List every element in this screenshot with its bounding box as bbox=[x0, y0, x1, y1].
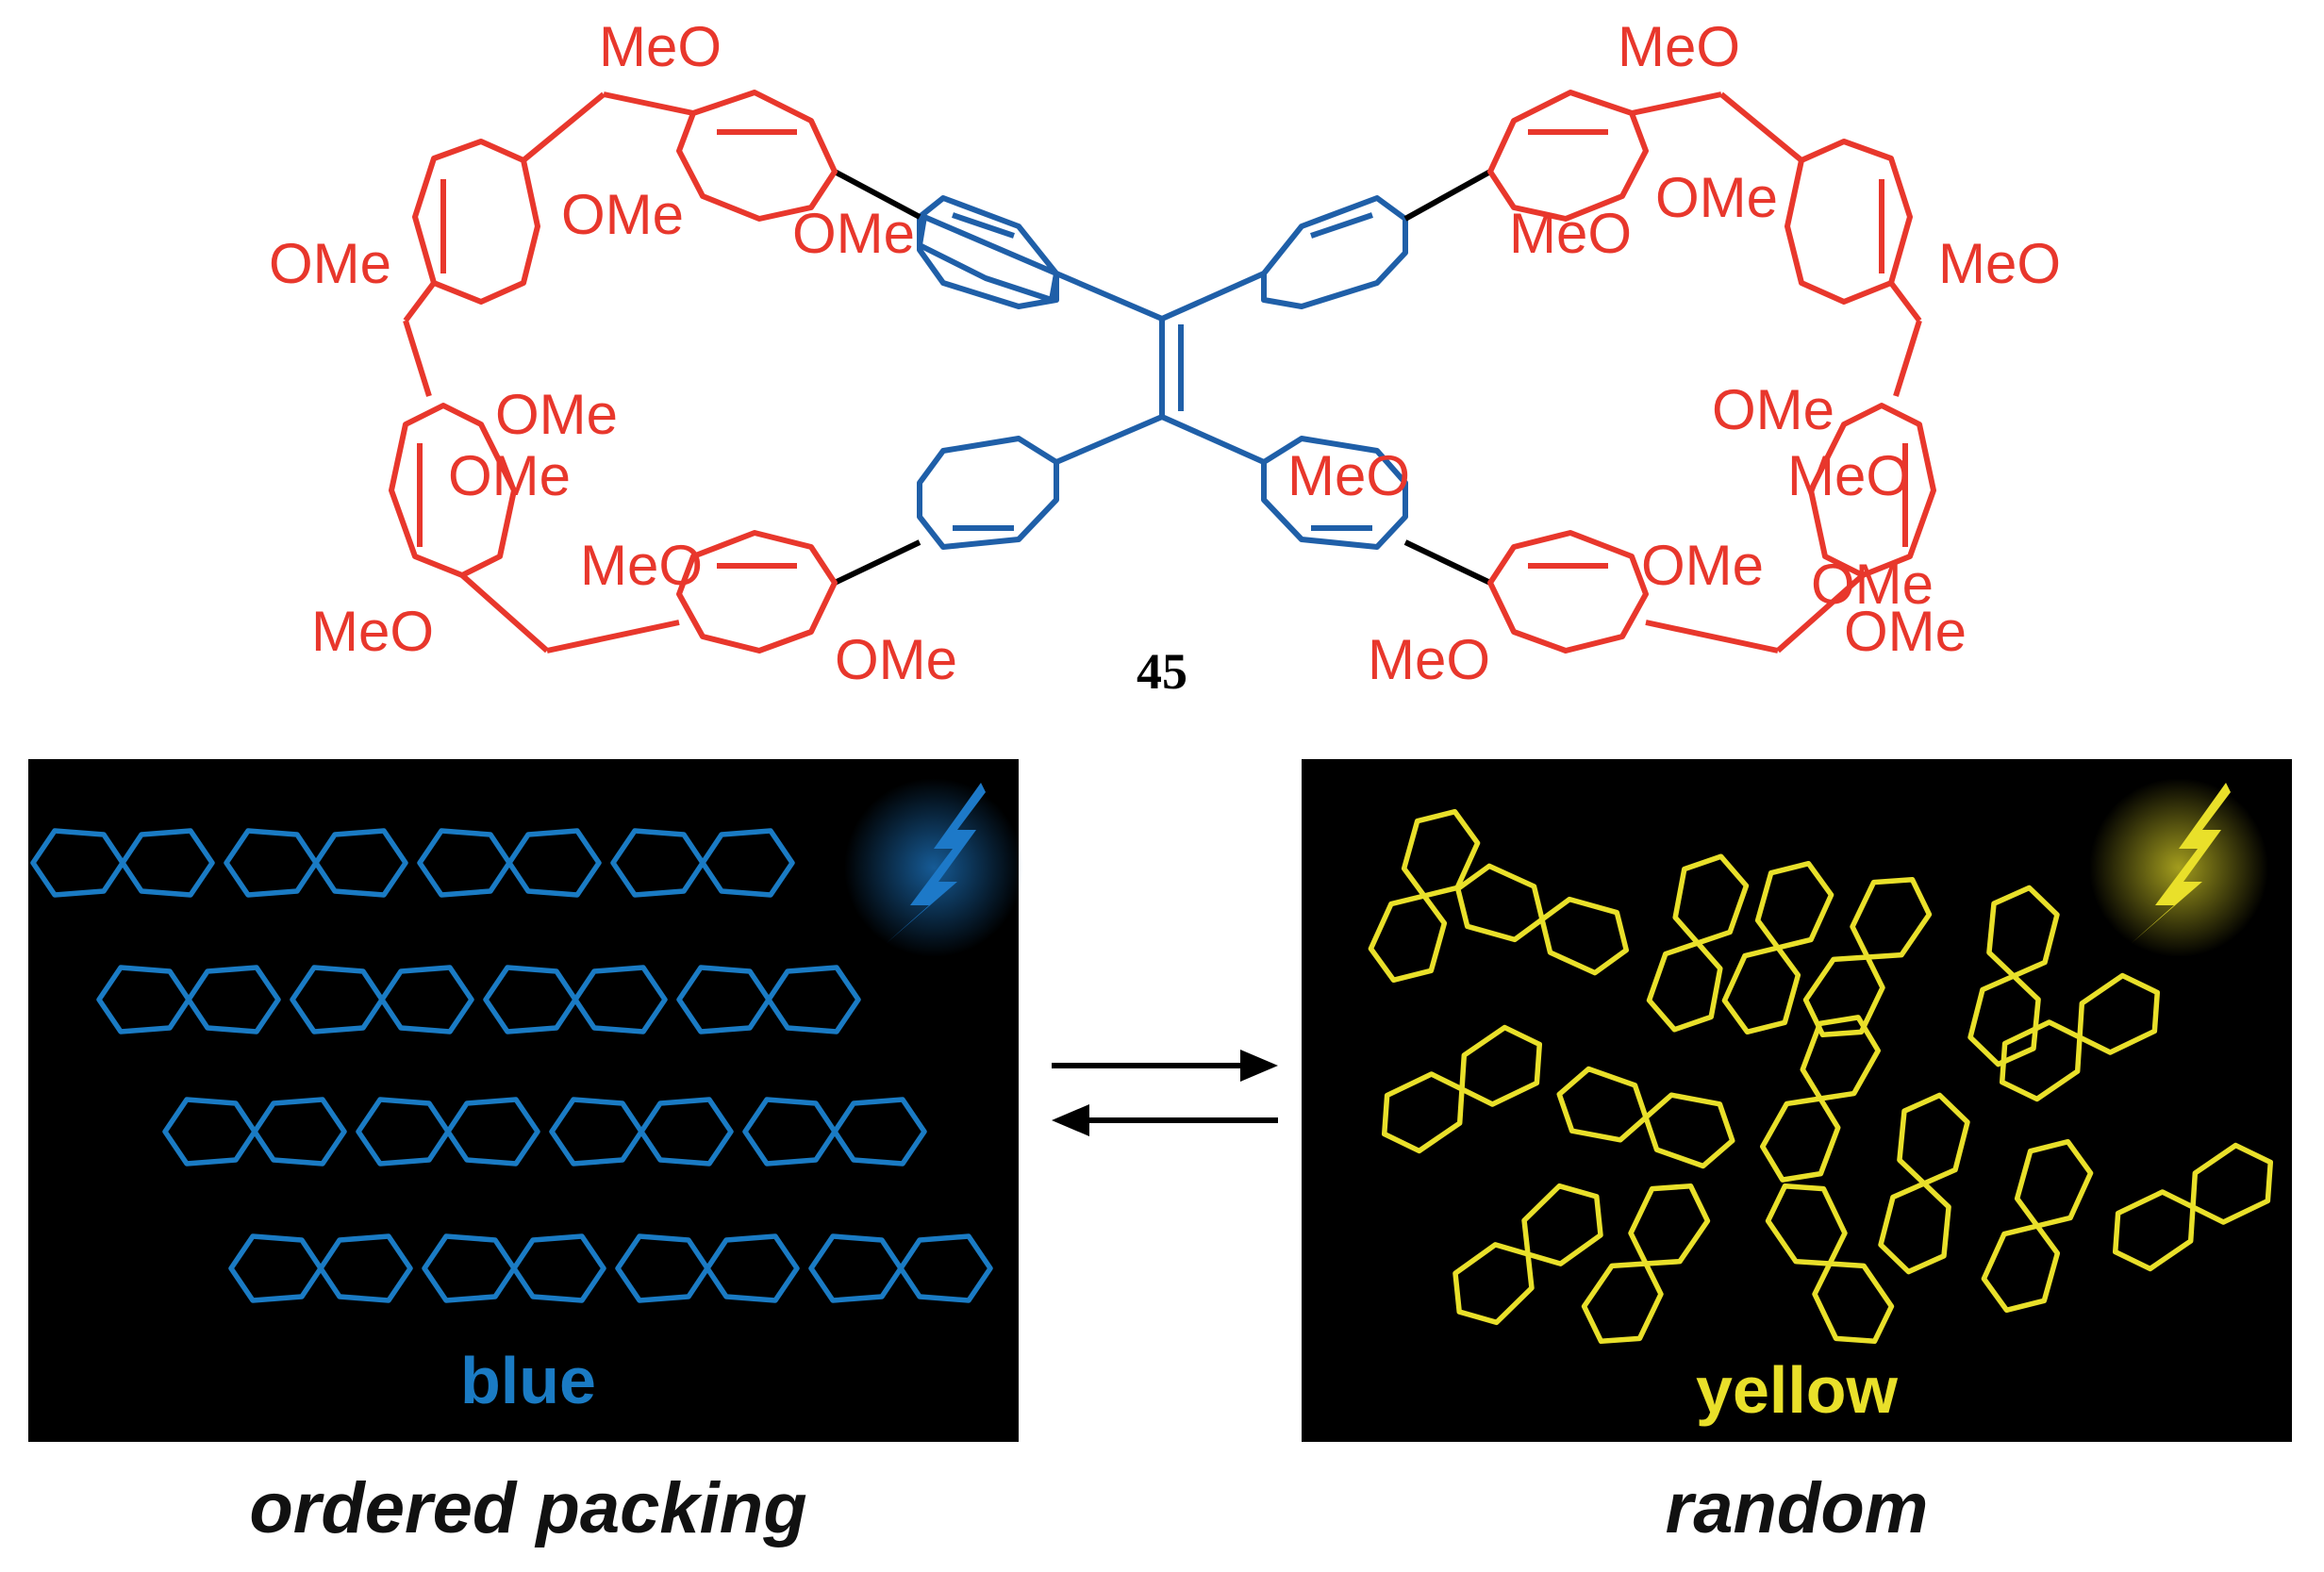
methoxy-label: MeO bbox=[1509, 202, 1632, 265]
fused-pentagon-icon bbox=[676, 965, 861, 1034]
fused-pentagon-icon bbox=[290, 965, 474, 1034]
fused-pentagon-icon bbox=[1967, 885, 2060, 1067]
methoxy-label: MeO bbox=[1938, 232, 2061, 295]
lightning-icon bbox=[887, 783, 986, 943]
fused-pentagon-icon bbox=[162, 1097, 347, 1167]
fused-pentagon-icon bbox=[615, 1233, 800, 1303]
caption-ordered-packing: ordered packing bbox=[249, 1468, 806, 1548]
methoxy-label: OMe bbox=[561, 183, 684, 246]
fused-pentagon-icon bbox=[1646, 853, 1750, 1033]
fused-pentagon-icon bbox=[1765, 1183, 1895, 1345]
fused-pentagon-icon bbox=[2112, 1142, 2274, 1272]
ordered-molecule-array bbox=[30, 828, 993, 1303]
fused-pentagon-icon bbox=[1802, 876, 1933, 1038]
methoxy-label: OMe bbox=[1844, 600, 1967, 663]
fused-pentagon-icon bbox=[1556, 1066, 1735, 1169]
methoxy-label: MeO bbox=[599, 15, 722, 78]
fused-pentagon-icon bbox=[228, 1233, 413, 1303]
methoxy-label: OMe bbox=[1811, 553, 1934, 616]
fused-pentagon-icon bbox=[742, 1097, 927, 1167]
fused-pentagon-icon bbox=[1760, 1015, 1881, 1183]
fused-pentagon-icon bbox=[1454, 863, 1630, 976]
fused-pentagon-icon bbox=[610, 828, 795, 898]
emission-label-blue: blue bbox=[460, 1344, 596, 1417]
tetraphenylethylene-core bbox=[917, 195, 1408, 550]
fused-pentagon-icon bbox=[356, 1097, 540, 1167]
methoxy-label: MeO bbox=[580, 534, 703, 597]
methoxy-label: OMe bbox=[495, 383, 618, 446]
fused-pentagon-icon bbox=[1981, 1138, 2094, 1314]
fused-pentagon-icon bbox=[808, 1233, 993, 1303]
light-glow bbox=[2089, 778, 2268, 957]
fused-pentagon-icon bbox=[1721, 860, 1834, 1035]
methoxy-label: OMe bbox=[792, 202, 915, 265]
fused-pentagon-icon bbox=[224, 828, 408, 898]
lightning-icon bbox=[2132, 783, 2231, 943]
methoxy-label: OMe bbox=[1655, 166, 1778, 229]
methoxy-label: OMe bbox=[835, 628, 957, 691]
fused-pentagon-icon bbox=[1452, 1183, 1603, 1326]
fused-pentagon-icon bbox=[96, 965, 281, 1034]
fused-pentagon-icon bbox=[1878, 1092, 1970, 1275]
ordered-packing-panel: blue bbox=[28, 759, 1023, 1442]
methoxy-label: OMe bbox=[448, 444, 571, 507]
methoxy-label: MeO bbox=[311, 600, 434, 663]
methoxy-label: MeO bbox=[1618, 15, 1740, 78]
fused-pentagon-icon bbox=[422, 1233, 606, 1303]
fused-pentagon-icon bbox=[1368, 808, 1481, 984]
fused-pentagon-icon bbox=[1381, 1024, 1543, 1154]
fused-pentagon-icon bbox=[30, 828, 215, 898]
fused-pentagon-icon bbox=[549, 1097, 734, 1167]
right-macrocycle bbox=[1487, 90, 1936, 654]
methoxy-label: MeO bbox=[1287, 444, 1410, 507]
emission-label-yellow: yellow bbox=[1696, 1353, 1899, 1427]
methoxy-label: OMe bbox=[1641, 534, 1764, 597]
light-glow bbox=[844, 778, 1023, 957]
fused-pentagon-icon bbox=[483, 965, 668, 1034]
fused-pentagon-icon bbox=[417, 828, 602, 898]
random-packing-panel: yellow bbox=[1302, 759, 2292, 1442]
caption-random: random bbox=[1666, 1468, 1929, 1548]
methoxy-label: MeO bbox=[1787, 444, 1910, 507]
random-molecule-array bbox=[1368, 808, 2274, 1345]
methoxy-label: OMe bbox=[269, 232, 391, 295]
fused-pentagon-icon bbox=[1581, 1183, 1711, 1345]
fused-pentagon-icon bbox=[1999, 972, 2161, 1102]
left-macrocycle bbox=[389, 90, 838, 654]
compound-number: 45 bbox=[1137, 643, 1187, 700]
methoxy-label: OMe bbox=[1712, 378, 1834, 441]
methoxy-label: MeO bbox=[1368, 628, 1490, 691]
equilibrium-arrows-icon bbox=[1052, 1050, 1278, 1136]
